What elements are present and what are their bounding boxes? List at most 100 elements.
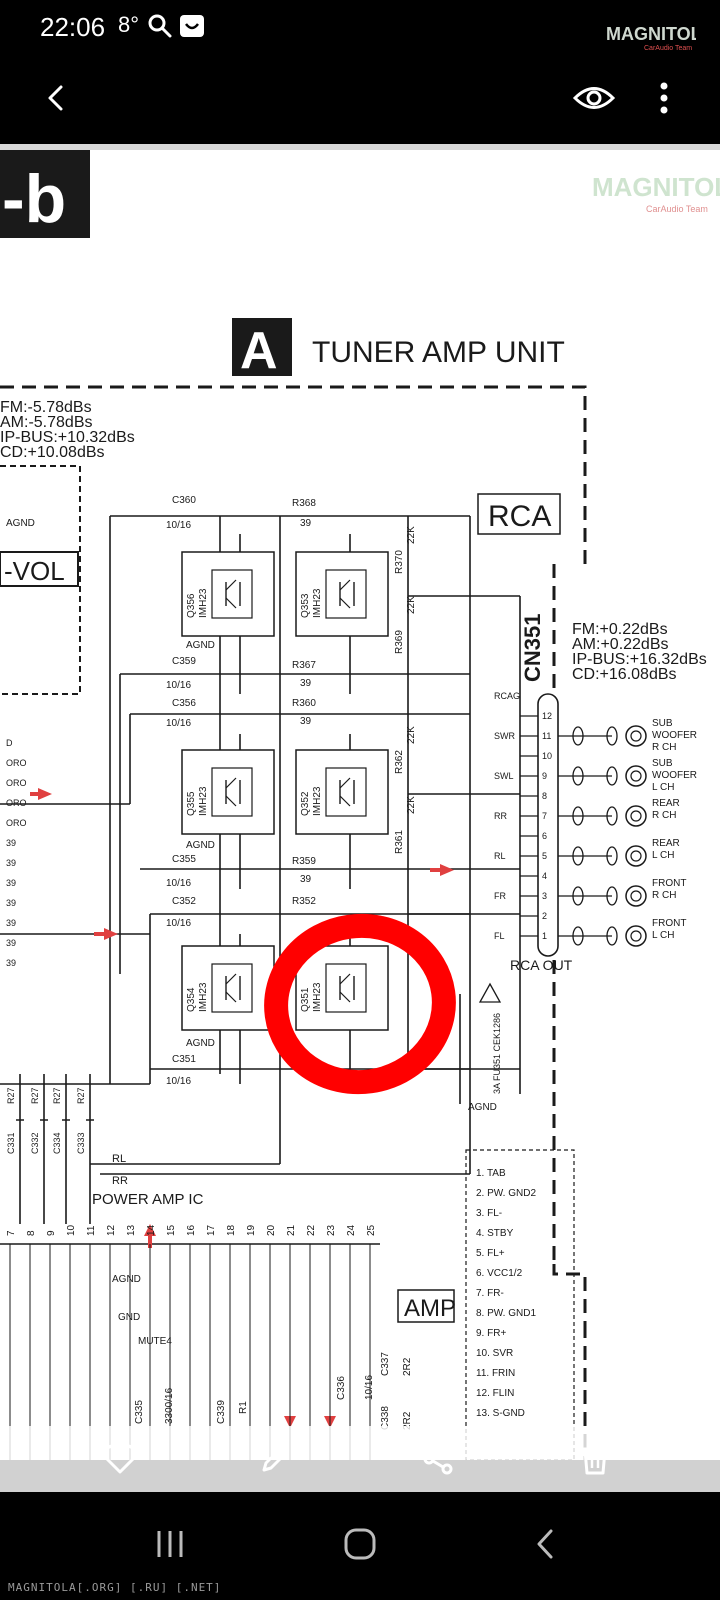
ic-pin-11: 11 <box>86 1225 97 1236</box>
view-button[interactable] <box>566 70 622 126</box>
transistor-inner <box>211 767 253 817</box>
ic-pin-23: 23 <box>326 1224 337 1236</box>
vol-label: -VOL <box>4 556 65 586</box>
output-label-1: REAR <box>652 798 680 809</box>
transistor-box <box>295 749 389 835</box>
app-notification-icon <box>180 15 204 37</box>
output-jack-2 <box>606 926 618 946</box>
transistor-box <box>181 945 275 1031</box>
logo-top-text: MAGNITOLA <box>606 24 696 44</box>
output-rca-socket <box>625 765 647 787</box>
connector-pin-7: 7 <box>542 811 547 821</box>
connector-pin-9: 9 <box>542 771 547 781</box>
output-rca-socket <box>625 725 647 747</box>
ic-pin-20: 20 <box>266 1224 277 1236</box>
back-button[interactable] <box>28 70 84 126</box>
res-ref-8: R362 <box>394 750 405 774</box>
transistor-inner <box>211 569 253 619</box>
cap-ref-1: C360 <box>172 495 196 506</box>
level-right-1: FM:+0.22dBs <box>572 621 668 638</box>
level-left-3: IP-BUS:+10.32dBs <box>0 429 135 446</box>
power-amp-ic-label: POWER AMP IC <box>92 1191 204 1208</box>
transistor-part: IMH23 <box>312 982 323 1012</box>
output-label-2: WOOFER <box>652 730 697 741</box>
transistor-ref: Q356 <box>186 593 197 618</box>
transistor-inner <box>211 963 253 1013</box>
status-time: 22:06 <box>40 12 106 42</box>
bottom-cap-ref-1: C331 <box>6 1132 16 1154</box>
transistor-emitter <box>339 991 351 1003</box>
pin-legend-item-11: 11. FRIN <box>476 1368 515 1379</box>
pin-legend-item-7: 7. FR- <box>476 1288 504 1299</box>
agnd-labels: AGND AGND AGND AGND <box>186 640 497 1113</box>
share-button[interactable] <box>413 1434 463 1484</box>
transistor-ref: Q353 <box>300 593 311 618</box>
home-button[interactable] <box>330 1514 390 1574</box>
vol-box <box>0 551 79 587</box>
c339-value: R1 <box>238 1401 249 1414</box>
system-back-button[interactable] <box>516 1514 576 1574</box>
output-jack-2 <box>606 766 618 786</box>
more-options-button[interactable] <box>636 70 692 126</box>
output-jack <box>572 766 584 786</box>
res-ref-6: R370 <box>394 550 405 574</box>
left-edge-label-8: 39 <box>6 878 16 888</box>
amp-label: AMP <box>404 1295 456 1322</box>
recents-button[interactable] <box>140 1514 200 1574</box>
transistor-emitter <box>339 795 351 807</box>
connector-pin-3: 3 <box>542 891 547 901</box>
cap-val-1: 10/16 <box>166 520 191 531</box>
arrow-1-tail <box>30 792 40 796</box>
transistor-collector <box>225 777 237 789</box>
res-val-7: 22K <box>406 596 417 614</box>
rca-box <box>477 493 561 535</box>
c335-label: C335 <box>134 1400 145 1424</box>
connector-pin-4: 4 <box>542 871 547 881</box>
output-jack <box>572 886 584 906</box>
favorite-button[interactable] <box>95 1434 145 1484</box>
home-icon <box>344 1528 376 1560</box>
rca-out-label: RCA OUT <box>510 957 573 973</box>
cap-val-4: 10/16 <box>166 878 191 889</box>
output-rca-pin <box>630 730 642 742</box>
ic-pin-22: 22 <box>306 1224 317 1236</box>
output-jack-2 <box>606 726 618 746</box>
transistor-collector <box>339 777 351 789</box>
pin-legend-box <box>465 1149 575 1460</box>
c335-value: 3300/16 <box>164 1387 175 1424</box>
left-edge-label-7: 39 <box>6 858 16 868</box>
transistor-emitter <box>225 991 237 1003</box>
res-ref-5: R352 <box>292 896 316 907</box>
output-rca-socket <box>625 925 647 947</box>
rl-label: RL <box>112 1153 126 1165</box>
transistor-emitter <box>225 597 237 609</box>
output-label-1: REAR <box>652 838 680 849</box>
connector-label: CN351 <box>520 614 545 682</box>
output-label-1: FRONT <box>652 878 686 889</box>
cap-val-6: 10/16 <box>166 1076 191 1087</box>
pin-legend-item-6: 6. VCC1/2 <box>476 1268 523 1279</box>
favorite-icon <box>103 1444 137 1474</box>
res-val-9: 22K <box>406 796 417 814</box>
pin-legend-item-8: 8. PW. GND1 <box>476 1308 536 1319</box>
image-viewer[interactable]: -b MAGNITOLA CarAudio Team A TUNER AMP U… <box>0 144 720 1460</box>
delete-button[interactable] <box>570 1434 620 1484</box>
cap-ref-2: C359 <box>172 656 196 667</box>
pin-signal-swr: SWR <box>494 731 515 741</box>
level-left-2: AM:-5.78dBs <box>0 414 92 431</box>
connector-pin-6: 6 <box>542 831 547 841</box>
lower-component-labels: C335 3300/16 C339 R1 C336 10/16 C337 2R2… <box>134 1352 413 1430</box>
ic-pin-7: 7 <box>6 1230 17 1236</box>
connector-body <box>537 693 559 957</box>
edit-button[interactable] <box>250 1434 300 1484</box>
bottom-cap-value-3: R27 <box>52 1087 62 1104</box>
page-tag: -b <box>2 161 66 237</box>
ic-pin-12: 12 <box>106 1224 117 1236</box>
transistor-inner <box>325 569 367 619</box>
c338-value: 2R2 <box>402 1411 413 1430</box>
gnd-label: GND <box>118 1312 140 1323</box>
